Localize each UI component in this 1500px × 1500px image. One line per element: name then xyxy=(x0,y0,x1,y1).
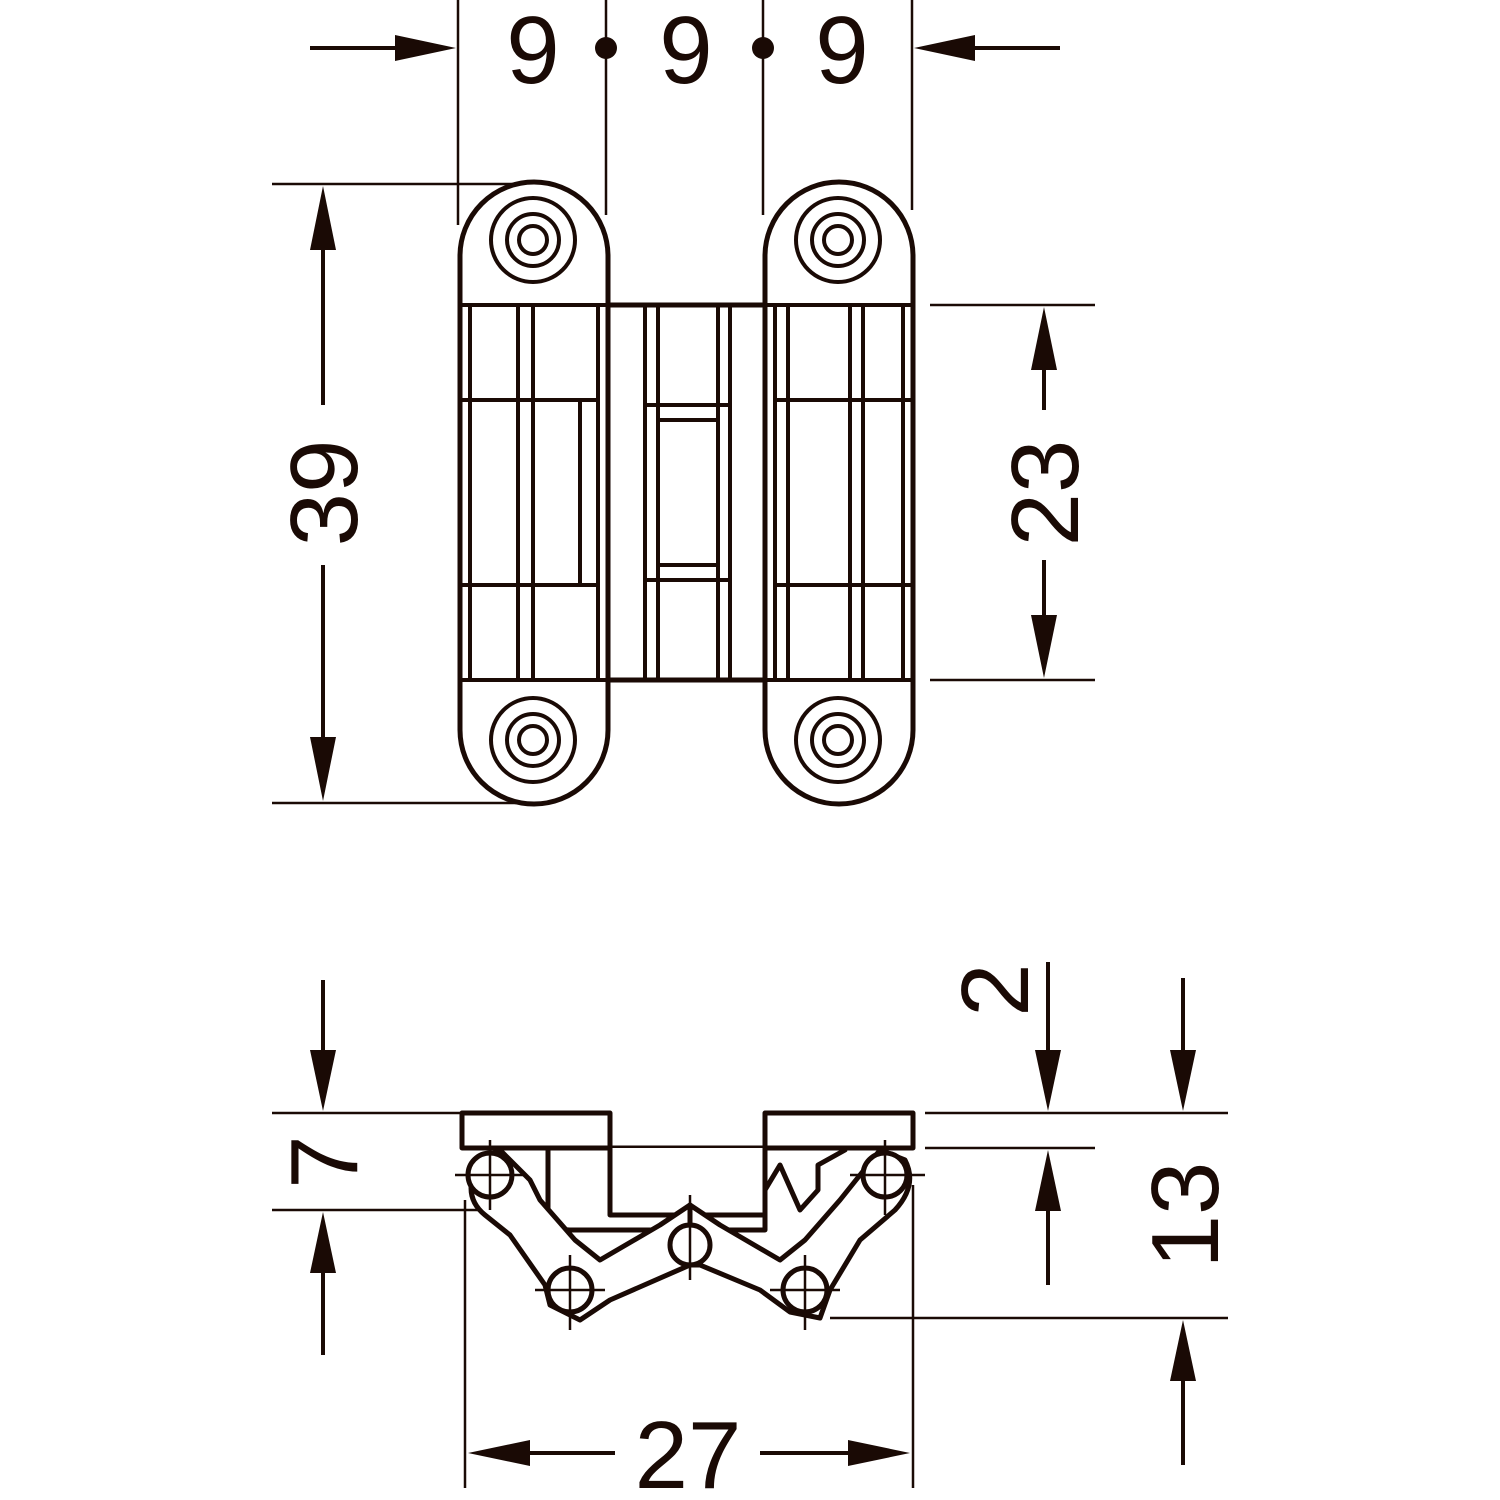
width-segment-3-label: 9 xyxy=(815,0,868,104)
side-view: 7 2 13 27 xyxy=(271,962,1239,1500)
hinge-side-profile xyxy=(455,1110,925,1330)
body-height-label: 23 xyxy=(992,440,1099,547)
height-total-label: 39 xyxy=(271,440,378,547)
top-view: 9 9 9 39 23 xyxy=(271,0,1099,807)
screw-hole-bottom-right xyxy=(794,696,882,784)
screw-hole-top-right xyxy=(794,196,882,284)
screw-hole-bottom-left xyxy=(489,696,577,784)
width-total-label: 27 xyxy=(635,1402,742,1500)
width-segment-1-label: 9 xyxy=(506,0,559,104)
depth-left-label: 7 xyxy=(271,1135,378,1188)
offset-top-label: 2 xyxy=(942,963,1049,1016)
depth-total-label: 13 xyxy=(1132,1162,1239,1269)
screw-hole-top-left xyxy=(489,196,577,284)
width-segment-2-label: 9 xyxy=(659,0,712,104)
